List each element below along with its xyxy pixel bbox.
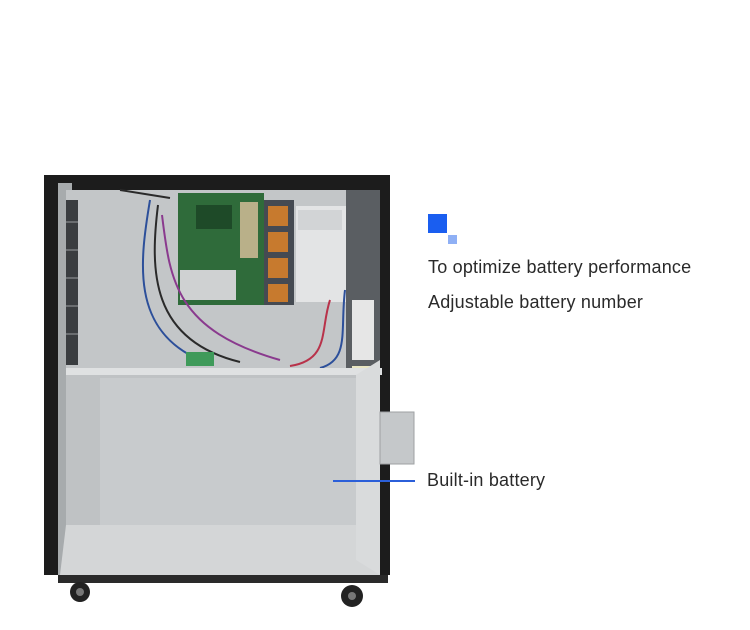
terminal-strip	[186, 352, 214, 366]
fan-grille	[66, 200, 78, 365]
feature-text-optimize: To optimize battery performance	[428, 257, 692, 277]
circuit-boards	[178, 193, 346, 305]
callout-built-in-battery: Built-in battery	[427, 470, 546, 490]
feature-text-adjustable: Adjustable battery number	[428, 292, 644, 312]
cabinet-right-panel	[356, 360, 380, 575]
cabinet-base	[58, 575, 388, 583]
compartment-floor	[60, 525, 380, 575]
brand-square-icon	[428, 214, 458, 244]
shelf-divider	[66, 368, 382, 375]
casters	[70, 582, 363, 607]
side-box	[379, 411, 415, 465]
callout-pointer-line	[333, 480, 415, 482]
wiring	[119, 189, 346, 369]
